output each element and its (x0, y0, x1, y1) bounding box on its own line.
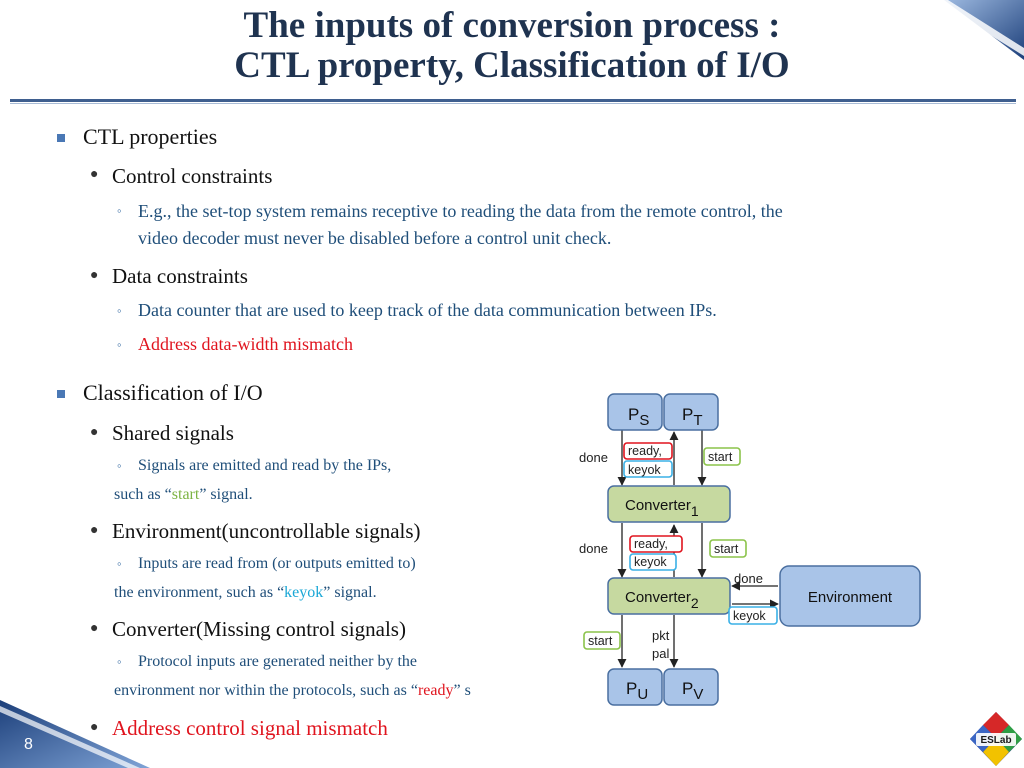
converter-2-label: Converter2 (625, 589, 699, 611)
round-bullet-icon: ● (90, 268, 99, 283)
start-tag-1 (703, 447, 741, 466)
converter-1-label: Converter1 (625, 497, 699, 519)
slide-title: The inputs of conversion process : CTL p… (0, 6, 1024, 86)
round-bullet-icon: ● (90, 523, 99, 538)
page-number: 8 (24, 736, 33, 753)
ring-bullet-icon: ◦ (117, 556, 122, 571)
data-constraint-item-2: Address data-width mismatch (138, 334, 353, 354)
title-line-1: The inputs of conversion process : (243, 5, 781, 46)
pu-label: PU (626, 679, 648, 703)
conv-line2-post: ” s (453, 682, 471, 699)
environment-line-1: Inputs are read from (or outputs emitted… (138, 555, 416, 572)
keyok-tag-3 (728, 606, 778, 625)
ring-bullet-icon: ◦ (117, 303, 122, 318)
round-bullet-icon: ● (90, 621, 99, 636)
keyword-start: start (171, 486, 200, 503)
env-line2-pre: the environment, such as “ (114, 584, 285, 601)
ring-bullet-icon: ◦ (117, 337, 122, 352)
label-done-1: done (579, 450, 608, 465)
label-start-3: start (588, 634, 613, 648)
environment-box (779, 565, 921, 627)
label-done-3: done (734, 571, 763, 586)
bullet-classification-io: Classification of I/O (83, 380, 263, 405)
bullet-converter: Converter(Missing control signals) (112, 617, 406, 641)
bullet-shared-signals: Shared signals (112, 421, 234, 445)
keyok-tag-1 (623, 460, 673, 478)
pv-box (663, 668, 719, 706)
conversion-diagram: PS PT done ready, keyok start Converter1… (579, 393, 921, 706)
label-start-2: start (714, 542, 739, 556)
corner-decoration-top-right (934, 0, 1024, 60)
shared-signals-line-1: Signals are emitted and read by the IPs, (138, 457, 392, 474)
data-constraint-item-1: Data counter that are used to keep track… (138, 300, 717, 320)
shared-line2-pre: such as “ (114, 486, 172, 503)
bullet-address-control-mismatch: Address control signal mismatch (112, 716, 388, 740)
ring-bullet-icon: ◦ (117, 458, 122, 473)
corner-decoration-bottom-left (0, 700, 150, 768)
shared-signals-line-2: such as “start” signal. (114, 484, 253, 506)
label-pkt: pkt (652, 628, 670, 643)
label-done-2: done (579, 541, 608, 556)
converter-line-1: Protocol inputs are generated neither by… (138, 653, 418, 670)
label-keyok-3: keyok (733, 609, 766, 623)
env-line2-post: ” signal. (323, 584, 377, 601)
label-ready-2: ready, (634, 537, 668, 551)
keyword-ready: ready (417, 682, 454, 699)
converter-line-2: environment nor within the protocols, su… (114, 680, 471, 702)
converter-1-box (607, 485, 731, 523)
keyword-keyok: keyok (284, 584, 324, 601)
pv-label: PV (682, 679, 703, 703)
bullet-environment: Environment(uncontrollable signals) (112, 519, 421, 543)
logo-text: ESLab (980, 735, 1011, 746)
ps-box (607, 393, 663, 431)
bullet-data-constraints: Data constraints (112, 264, 248, 288)
title-underline-thin (10, 103, 1016, 104)
ps-label: PS (628, 405, 649, 429)
environment-line-2: the environment, such as “keyok” signal. (114, 582, 377, 604)
label-keyok-1: keyok (628, 463, 661, 477)
round-bullet-icon: ● (90, 425, 99, 440)
square-bullet-icon (57, 134, 65, 142)
control-example-line-1: E.g., the set-top system remains recepti… (138, 201, 783, 221)
start-tag-3 (583, 631, 621, 650)
keyok-tag-2 (629, 553, 677, 571)
environment-label: Environment (808, 589, 893, 606)
label-start-1: start (708, 450, 733, 464)
control-example-line-2: video decoder must never be disabled bef… (138, 228, 612, 248)
pu-box (607, 668, 663, 706)
ring-bullet-icon: ◦ (117, 654, 122, 669)
label-ready-1: ready, (628, 444, 662, 458)
round-bullet-icon: ● (90, 720, 99, 735)
ring-bullet-icon: ◦ (117, 203, 122, 218)
conv-line2-pre: environment nor within the protocols, su… (114, 682, 418, 699)
ready-tag-2 (629, 535, 683, 553)
converter-2-box (607, 577, 731, 615)
start-tag-2 (709, 539, 747, 558)
label-pal: pal (652, 646, 669, 661)
square-bullet-icon (57, 390, 65, 398)
ready-tag-1 (623, 442, 673, 460)
shared-line2-post: ” signal. (199, 486, 253, 503)
pt-label: PT (682, 405, 703, 429)
bullet-control-constraints: Control constraints (112, 164, 273, 188)
title-underline (10, 99, 1016, 102)
label-keyok-2: keyok (634, 555, 667, 569)
round-bullet-icon: ● (90, 167, 99, 182)
eslab-logo: ESLab (970, 712, 1022, 766)
title-line-2: CTL property, Classification of I/O (234, 45, 790, 86)
bullet-ctl-properties: CTL properties (83, 124, 218, 149)
pt-box (663, 393, 719, 431)
